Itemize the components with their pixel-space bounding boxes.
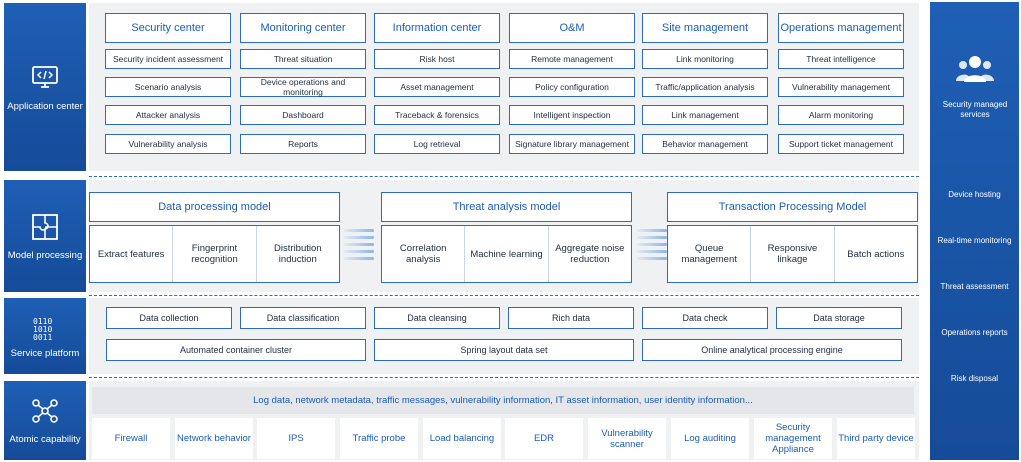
service-item: Data check xyxy=(642,307,768,329)
svg-text:0110: 0110 xyxy=(33,317,52,326)
app-item: Risk host xyxy=(374,49,500,69)
managed-service-item: Operations reports xyxy=(941,328,1008,337)
network-nodes-icon xyxy=(30,396,60,426)
model-cell: Aggregate noise reduction xyxy=(547,226,631,282)
atomic-capability-item: IPS xyxy=(257,418,335,459)
model-cell: Responsive linkage xyxy=(750,226,833,282)
managed-service-item: Threat assessment xyxy=(940,282,1009,291)
section-divider xyxy=(89,377,919,378)
flow-arrows xyxy=(637,225,667,264)
puzzle-icon xyxy=(30,212,60,242)
section-divider xyxy=(89,176,919,177)
svg-text:1010: 1010 xyxy=(33,325,52,334)
app-item: Asset management xyxy=(374,77,500,97)
app-item: Alarm monitoring xyxy=(778,105,904,125)
atomic-capability-item: Vulnerability scanner xyxy=(588,418,666,459)
app-column-title: O&M xyxy=(509,13,635,43)
atomic-capability-item: Firewall xyxy=(92,418,170,459)
side-label-atomic: Atomic capability xyxy=(9,434,81,445)
model-cell: Distribution induction xyxy=(255,226,339,282)
app-item: Link monitoring xyxy=(642,49,768,69)
app-item: Attacker analysis xyxy=(105,105,231,125)
svg-text:0011: 0011 xyxy=(33,333,52,342)
side-atomic-capability: Atomic capability xyxy=(4,381,86,460)
app-item: Reports xyxy=(240,134,366,154)
service-platform-item: Spring layout data set xyxy=(374,339,634,361)
app-item: Vulnerability analysis xyxy=(105,134,231,154)
service-item: Data storage xyxy=(776,307,902,329)
model-cell: Correlation analysis xyxy=(399,243,447,265)
code-monitor-icon xyxy=(30,63,60,93)
flow-arrows xyxy=(344,225,374,264)
side-label-application: Application center xyxy=(7,100,83,112)
app-column-title: Operations management xyxy=(778,13,904,43)
app-item: Support ticket management xyxy=(778,134,904,154)
app-column-title: Security center xyxy=(105,13,231,43)
model-cell: Queue management xyxy=(681,243,737,265)
app-item: Policy configuration xyxy=(509,77,635,97)
right-panel-title: Security managed services xyxy=(942,100,1008,119)
atomic-capability-item: Third party device xyxy=(837,418,915,459)
side-application-center: Application center xyxy=(4,3,86,171)
section-divider xyxy=(89,295,919,296)
app-item: Threat intelligence xyxy=(778,49,904,69)
app-item: Link management xyxy=(642,105,768,125)
managed-service-item: Risk disposal xyxy=(950,374,999,383)
service-item: Data collection xyxy=(106,307,232,329)
service-item: Data cleansing xyxy=(374,307,500,329)
managed-service-item: Real-time monitoring xyxy=(937,236,1012,245)
app-item: Remote management xyxy=(509,49,635,69)
atomic-capability-item: Load balancing xyxy=(423,418,501,459)
atomic-capability-item: Security management Appliance xyxy=(754,418,832,459)
side-model-processing: Model processing xyxy=(4,180,86,292)
side-label-service: Service platform xyxy=(10,347,80,359)
app-column-title: Information center xyxy=(374,13,500,43)
model-title: Threat analysis model xyxy=(381,192,632,222)
atomic-capability-item: EDR xyxy=(505,418,583,459)
app-item: Threat situation xyxy=(240,49,366,69)
atomic-capability-item: Traffic probe xyxy=(340,418,418,459)
app-item: Behavior management xyxy=(642,134,768,154)
atomic-info-bar: Log data, network metadata, traffic mess… xyxy=(92,387,914,414)
app-item: Scenario analysis xyxy=(105,77,231,97)
app-item: Log retrieval xyxy=(374,134,500,154)
managed-service-item: Device hosting xyxy=(948,190,1001,199)
model-cell: Machine learning xyxy=(464,226,547,282)
model-cell: Fingerprint recognition xyxy=(172,226,255,282)
model-title: Data processing model xyxy=(89,192,340,222)
service-platform-item: Automated container cluster xyxy=(106,339,366,361)
model-cell: Extract features xyxy=(97,248,165,260)
service-platform-panel: Data collection Data classification Data c… xyxy=(89,298,919,374)
app-column-title: Site management xyxy=(642,13,768,43)
app-column-title: Monitoring center xyxy=(240,13,366,43)
side-label-model: Model processing xyxy=(7,249,83,261)
users-group-icon xyxy=(956,54,994,84)
service-platform-item: Online analytical processing engine xyxy=(642,339,902,361)
service-item: Rich data xyxy=(508,307,634,329)
security-managed-services-panel: Security managed services Device hosting… xyxy=(930,2,1019,460)
model-cell: Batch actions xyxy=(833,226,917,282)
app-item: Dashboard xyxy=(240,105,366,125)
atomic-capability-item: Log auditing xyxy=(671,418,749,459)
app-item: Traffic/application analysis xyxy=(642,77,768,97)
service-item: Data classification xyxy=(240,307,366,329)
app-item: Vulnerability management xyxy=(778,77,904,97)
atomic-capability-item: Network behavior xyxy=(175,418,253,459)
model-title: Transaction Processing Model xyxy=(667,192,918,222)
app-item: Device operations and monitoring xyxy=(240,77,366,97)
app-item: Traceback & forensics xyxy=(374,105,500,125)
app-item: Security incident assessment xyxy=(105,49,231,69)
app-item: Signature library management xyxy=(509,134,635,154)
app-item: Intelligent inspection xyxy=(509,105,635,125)
